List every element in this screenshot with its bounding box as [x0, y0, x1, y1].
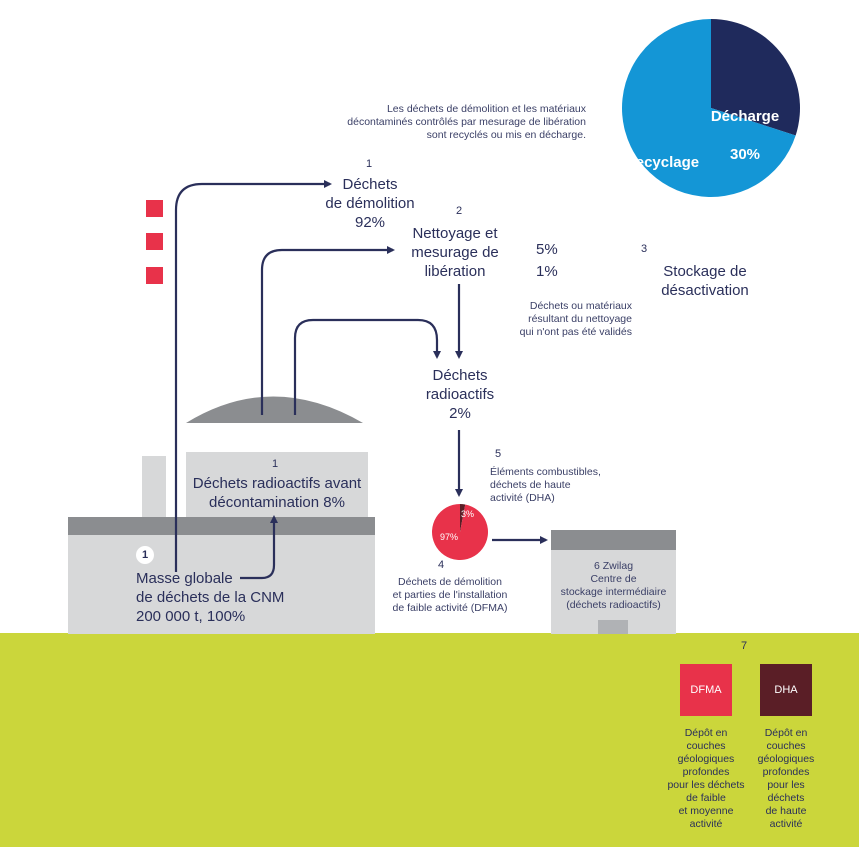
arrow-dome-to-radioactifs	[293, 318, 441, 415]
step-2: 2	[456, 205, 463, 217]
pie-small-slice-1	[431, 504, 488, 561]
pie-decharge-value: 30%	[729, 146, 761, 163]
arrow-to-nettoyage	[260, 246, 395, 415]
red-marker-1	[146, 200, 163, 217]
pie-recyclage-value: 70%	[646, 192, 678, 209]
dfma-description: Dépôt en couches géologiques profondes p…	[667, 727, 745, 830]
arrow-masse-to-avant	[240, 515, 278, 580]
pie-small-slice-0	[460, 504, 466, 532]
zwilag-roof	[551, 530, 676, 550]
step-5: 5	[495, 448, 502, 460]
plant-main-building	[68, 535, 375, 634]
pie-decharge-name: Décharge	[710, 108, 780, 125]
pie-recycling	[622, 19, 800, 197]
reactor-dome	[186, 396, 363, 423]
plant-main-roof	[68, 517, 375, 535]
masse-label: Masse globale de déchets de la CNM 200 0…	[136, 570, 285, 625]
radioactifs-label: Déchets radioactifs 2%	[425, 367, 495, 422]
dfma-box-label: DFMA	[690, 684, 722, 696]
step-1-top: 1	[366, 158, 373, 170]
plant-chimney	[142, 456, 166, 520]
combustibles-note: Éléments combustibles, déchets de haute …	[490, 466, 601, 504]
step-1-mid: 1	[272, 458, 279, 470]
pie-top-slice-0	[711, 19, 800, 136]
step-3: 3	[641, 243, 648, 255]
stockage-label: Stockage de désactivation	[661, 263, 749, 299]
pie-radioactive	[431, 504, 488, 561]
dfma-box: DFMA	[680, 664, 732, 716]
residus-note: Déchets ou matériaux résultant du nettoy…	[519, 300, 632, 338]
red-marker-2	[146, 233, 163, 250]
step-4: 4	[438, 559, 445, 571]
pct-1: 1%	[536, 263, 558, 280]
arrow-to-demolition	[174, 180, 332, 572]
zwilag-label: 6 Zwilag Centre de stockage intermédiair…	[560, 560, 667, 611]
zwilag-door	[598, 620, 628, 634]
pie-recyclage-name: Recyclage	[624, 154, 700, 171]
pie-top-slice-1	[622, 19, 796, 197]
nettoyage-label: Nettoyage et mesurage de libération	[411, 225, 499, 280]
step-1-circle: 1	[136, 546, 154, 564]
recycle-note: Les déchets de démolition et les matéria…	[347, 103, 586, 141]
pie-label-decharge: Décharge 30%	[700, 88, 790, 164]
dha-box-label: DHA	[774, 684, 798, 696]
dha-box: DHA	[760, 664, 812, 716]
dfma-note: Déchets de démolition et parties de l'in…	[392, 576, 508, 614]
pie-small-97: 97%	[440, 532, 459, 542]
pct-5: 5%	[536, 241, 558, 258]
plant-tower	[186, 452, 368, 522]
avant-decont-label: Déchets radioactifs avant décontaminatio…	[192, 475, 362, 511]
pie-small-3: 3%	[461, 509, 475, 519]
red-marker-3	[146, 267, 163, 284]
demolition-label: Déchets de démolition 92%	[325, 176, 415, 231]
dha-description: Dépôt en couches géologiques profondes p…	[757, 727, 815, 830]
step-7: 7	[741, 640, 748, 652]
pie-label-recyclage: Recyclage 70%	[612, 134, 712, 210]
